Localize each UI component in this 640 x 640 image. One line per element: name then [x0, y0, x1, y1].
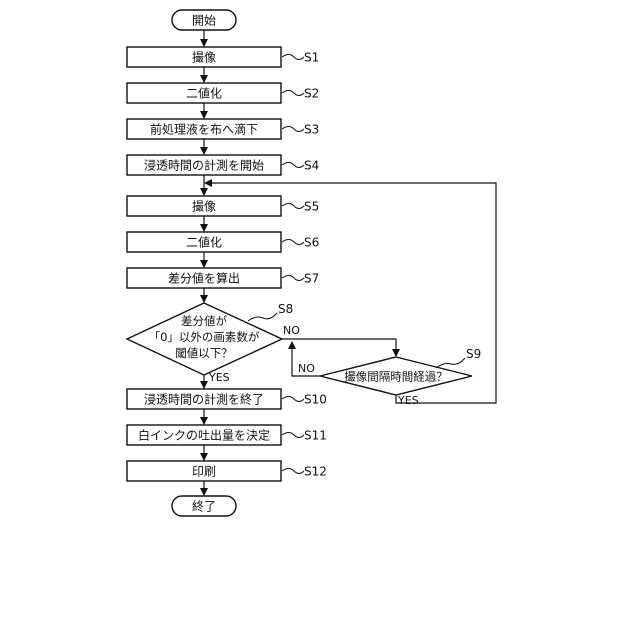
step-s10-text: 浸透時間の計測を終了 [144, 392, 264, 407]
step-s5-id: S5 [304, 200, 319, 214]
step-s12-text: 印刷 [192, 465, 216, 479]
step-s5-box: 撮像 [127, 196, 281, 216]
s8-no-label: NO [283, 324, 300, 337]
decision-s8-line-2: 「0」以外の画素数が [149, 330, 260, 344]
leader-s1 [282, 55, 304, 60]
step-s2-text: 二値化 [186, 86, 222, 101]
leader-s3 [282, 127, 304, 132]
step-s11-box: 白インクの吐出量を決定 [127, 425, 281, 445]
step-s1-text: 撮像 [192, 51, 216, 65]
s9-no-label: NO [298, 362, 315, 375]
leader-s5 [282, 204, 304, 209]
decision-s9-id: S9 [466, 347, 481, 361]
step-s4-id: S4 [304, 159, 319, 173]
decision-s8-line-1: 差分値が [181, 314, 227, 328]
start-terminal: 開始 [172, 10, 236, 30]
decision-s8-id: S8 [278, 302, 293, 316]
leader-s6 [282, 240, 304, 245]
step-s12-id: S12 [304, 465, 327, 479]
step-s5-text: 撮像 [192, 200, 216, 214]
step-s7-box: 差分値を算出 [127, 268, 281, 288]
step-s7-id: S7 [304, 272, 319, 286]
end-terminal: 終了 [172, 496, 236, 516]
step-s1-box: 撮像 [127, 47, 281, 67]
step-s4-text: 浸透時間の計測を開始 [144, 158, 264, 173]
leader-s8 [248, 313, 277, 321]
step-s3-text: 前処理液を布へ滴下 [150, 122, 258, 137]
leader-s7 [282, 276, 304, 281]
start-label: 開始 [192, 14, 216, 28]
step-s6-id: S6 [304, 236, 319, 250]
decision-s8: 差分値が 「0」以外の画素数が 閾値以下？ [127, 303, 282, 375]
step-s3-box: 前処理液を布へ滴下 [127, 119, 281, 139]
step-s2-id: S2 [304, 87, 319, 101]
decision-s9-text: 撮像間隔時間経過？ [344, 370, 448, 384]
decision-s9: 撮像間隔時間経過？ [320, 357, 472, 395]
decision-s8-line-3: 閾値以下？ [175, 346, 233, 360]
step-s7-text: 差分値を算出 [168, 271, 240, 286]
arrow-s8-no-s9 [282, 339, 396, 356]
step-s6-box: 二値化 [127, 232, 281, 252]
leader-s2 [282, 91, 304, 96]
step-s10-id: S10 [304, 393, 327, 407]
leader-s4 [282, 163, 304, 168]
s9-yes-label: YES [397, 394, 419, 407]
s8-yes-label: YES [208, 371, 230, 384]
leader-s11 [282, 433, 304, 438]
end-label: 終了 [192, 499, 216, 514]
step-s3-id: S3 [304, 123, 319, 137]
step-s10-box: 浸透時間の計測を終了 [127, 389, 281, 409]
leader-s9 [436, 358, 465, 368]
step-s2-box: 二値化 [127, 83, 281, 103]
leader-s12 [282, 469, 304, 474]
step-s4-box: 浸透時間の計測を開始 [127, 155, 281, 175]
step-s11-id: S11 [304, 429, 327, 443]
step-s11-text: 白インクの吐出量を決定 [138, 428, 270, 443]
step-s6-text: 二値化 [186, 235, 222, 250]
step-s12-box: 印刷 [127, 461, 281, 481]
leader-s10 [282, 397, 304, 402]
step-s1-id: S1 [304, 51, 319, 65]
